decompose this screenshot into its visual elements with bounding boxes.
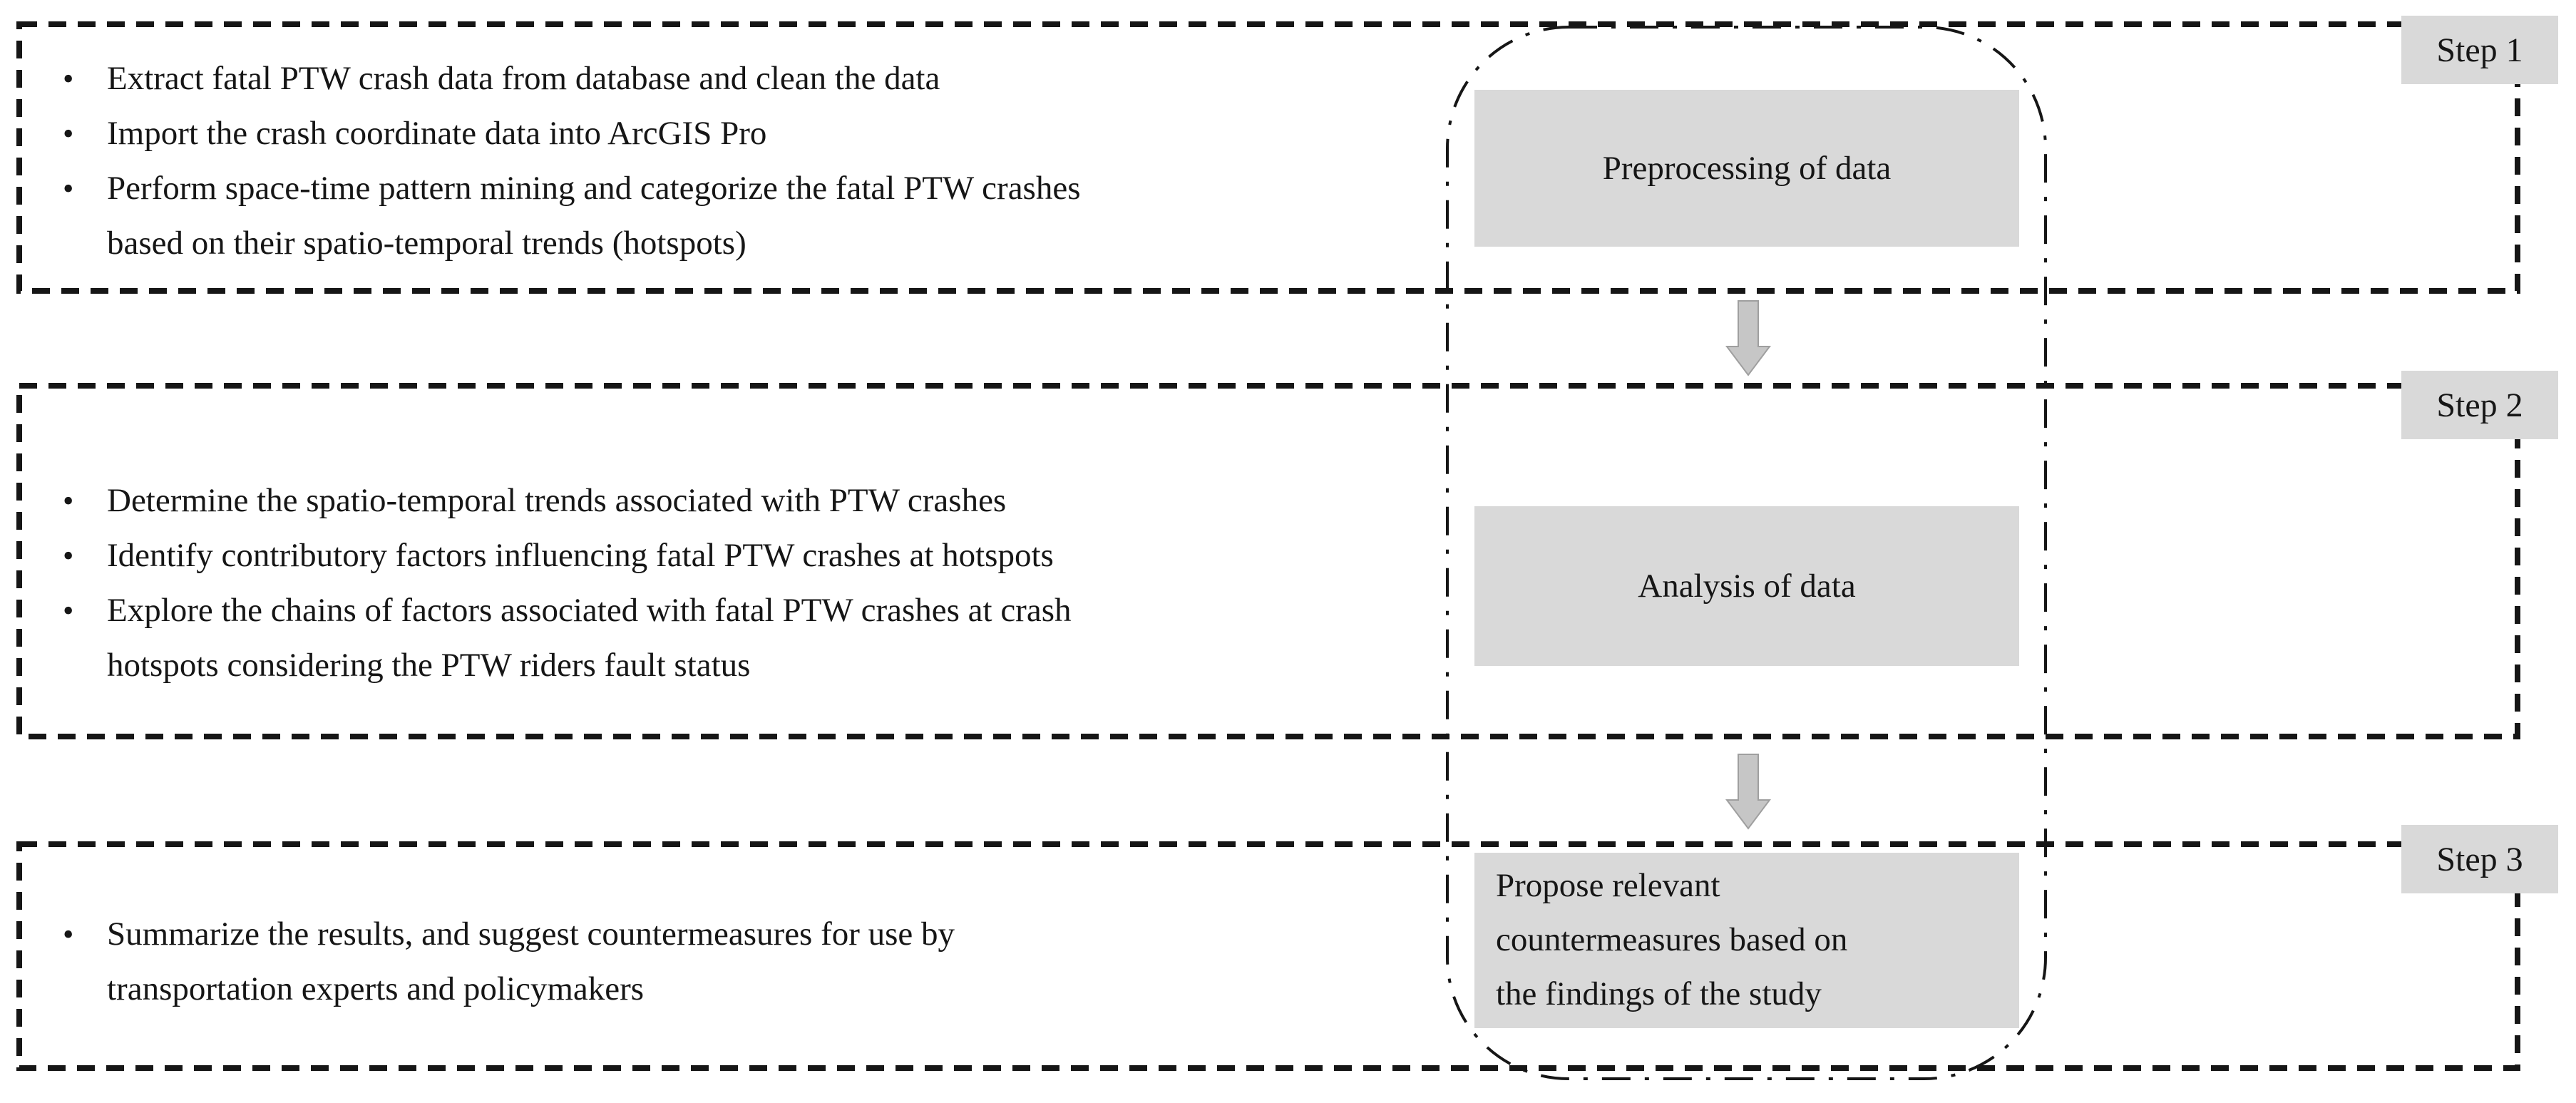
process-capsule-outline: [1446, 26, 2047, 1080]
step2-outer-box: [16, 383, 2520, 739]
step2-tag: Step 2: [2401, 371, 2558, 439]
process-box-label-line: the findings of the study: [1496, 975, 1822, 1012]
process-box-label: Preprocessing of data: [1602, 150, 1892, 187]
bullet-text: Summarize the results, and suggest count…: [107, 915, 955, 953]
bullet-item: Explore the chains of factors associated…: [63, 583, 1432, 693]
bullet-item: Determine the spatio-temporal trends ass…: [63, 473, 1432, 528]
bullet-item: Summarize the results, and suggest count…: [63, 907, 1432, 1017]
bullet-item: Import the crash coordinate data into Ar…: [63, 106, 1432, 161]
bullet-text-continuation: transportation experts and policymakers: [107, 970, 645, 1007]
step3-bullet-list: Summarize the results, and suggest count…: [63, 907, 1432, 1017]
step2-bullet-list: Determine the spatio-temporal trends ass…: [63, 473, 1432, 693]
bullet-text: Identify contributory factors influencin…: [107, 537, 1054, 574]
arrow-down-icon-step1-step2: [1725, 300, 1771, 376]
step1-outer-box: [16, 21, 2520, 294]
bullet-text-continuation: based on their spatio-temporal trends (h…: [107, 225, 746, 262]
bullet-text-continuation: hotspots considering the PTW riders faul…: [107, 647, 751, 684]
bullet-text: Perform space-time pattern mining and ca…: [107, 170, 1081, 207]
bullet-item: Identify contributory factors influencin…: [63, 528, 1432, 583]
bullet-item: Extract fatal PTW crash data from databa…: [63, 51, 1432, 106]
bullet-text: Determine the spatio-temporal trends ass…: [107, 482, 1007, 519]
process-box-preprocessing: Preprocessing of data: [1474, 90, 2019, 247]
arrow-down-icon-step2-step3: [1725, 754, 1771, 830]
bullet-item: Perform space-time pattern mining and ca…: [63, 161, 1432, 271]
step1-tag: Step 1: [2401, 16, 2558, 84]
process-box-countermeasures: Propose relevant countermeasures based o…: [1474, 853, 2019, 1028]
bullet-text: Extract fatal PTW crash data from databa…: [107, 60, 940, 97]
step3-tag: Step 3: [2401, 825, 2558, 893]
process-box-label-line: countermeasures based on: [1496, 921, 1848, 958]
step1-bullet-list: Extract fatal PTW crash data from databa…: [63, 51, 1432, 271]
bullet-text: Explore the chains of factors associated…: [107, 592, 1072, 629]
process-box-label-line: Propose relevant: [1496, 867, 1720, 904]
step3-outer-box: [16, 841, 2520, 1071]
bullet-text: Import the crash coordinate data into Ar…: [107, 115, 767, 152]
process-box-label: Analysis of data: [1638, 568, 1856, 605]
process-box-analysis: Analysis of data: [1474, 506, 2019, 666]
